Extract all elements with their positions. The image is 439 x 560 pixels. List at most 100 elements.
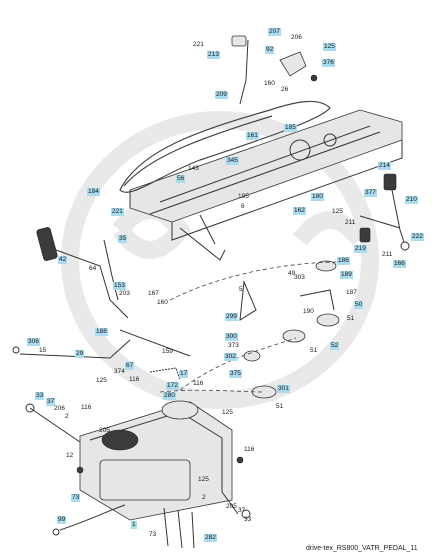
part-callout-374[interactable]: 374 [114,368,125,375]
part-callout-67[interactable]: 67 [125,362,135,370]
part-callout-213[interactable]: 213 [207,51,220,59]
bypass-rod [52,504,126,536]
part-callout-206[interactable]: 206 [291,34,302,41]
part-callout-49[interactable]: 49 [288,270,296,277]
part-callout-51b[interactable]: 51 [310,347,318,354]
part-callout-180[interactable]: 180 [311,193,324,201]
part-callout-37a[interactable]: 37 [46,398,56,406]
part-callout-26[interactable]: 26 [281,86,289,93]
part-callout-172[interactable]: 172 [166,382,179,390]
part-callout-29[interactable]: 29 [75,350,85,358]
part-callout-160b[interactable]: 160 [157,299,168,306]
part-callout-15[interactable]: 15 [39,347,47,354]
part-callout-345[interactable]: 345 [226,157,239,165]
part-callout-125d[interactable]: 125 [222,409,233,416]
part-callout-33a[interactable]: 33 [35,392,45,400]
part-callout-206b[interactable]: 206 [54,405,65,412]
part-callout-2a[interactable]: 2 [65,413,69,420]
brake-pedal [36,227,129,319]
part-callout-160a[interactable]: 160 [264,80,275,87]
part-callout-33b[interactable]: 33 [244,516,252,523]
part-callout-282[interactable]: 282 [204,534,217,542]
part-callout-205[interactable]: 205 [99,427,110,434]
part-callout-64[interactable]: 64 [89,265,97,272]
part-callout-125e[interactable]: 125 [198,476,209,483]
mounting-bolts [76,456,244,549]
part-callout-52[interactable]: 52 [330,342,340,350]
part-callout-188[interactable]: 188 [95,328,108,336]
part-callout-12[interactable]: 12 [66,452,74,459]
part-callout-2b[interactable]: 2 [202,494,206,501]
part-callout-17[interactable]: 17 [179,370,189,378]
part-callout-306[interactable]: 306 [27,338,40,346]
part-callout-211b[interactable]: 211 [382,251,393,258]
diagram-caption: drive-tex_RS800_VATR_PEDAL_11 [306,545,418,552]
part-callout-125a[interactable]: 125 [323,43,336,51]
part-callout-186[interactable]: 186 [337,257,350,265]
drive-belt [119,100,331,193]
part-callout-99[interactable]: 99 [57,516,67,524]
part-callout-73a[interactable]: 73 [71,494,81,502]
part-callout-6[interactable]: 6 [241,203,245,210]
part-callout-116a[interactable]: 116 [129,376,140,383]
linkage-rods [12,329,191,381]
part-callout-116c[interactable]: 116 [81,404,92,411]
part-callout-190[interactable]: 190 [303,308,314,315]
part-callout-51a[interactable]: 51 [347,315,355,322]
part-callout-153[interactable]: 153 [113,282,126,290]
part-callout-300[interactable]: 300 [225,333,238,341]
part-callout-162[interactable]: 162 [293,207,306,215]
part-callout-377[interactable]: 377 [364,189,377,197]
part-callout-37b[interactable]: 37 [238,507,246,514]
part-callout-116b[interactable]: 116 [193,380,204,387]
part-callout-210[interactable]: 210 [405,196,418,204]
part-callout-302[interactable]: 302 [224,353,237,361]
part-callout-195[interactable]: 195 [238,193,249,200]
part-callout-1[interactable]: 1 [131,521,137,529]
part-callout-166[interactable]: 166 [393,260,406,268]
part-callout-221a[interactable]: 221 [193,41,204,48]
routing-lines [159,261,341,393]
pulley-assembly [239,260,340,399]
part-callout-185[interactable]: 185 [284,124,297,132]
part-callout-207[interactable]: 207 [268,28,281,36]
part-callout-50[interactable]: 50 [354,301,364,309]
part-callout-42[interactable]: 42 [58,256,68,264]
part-callout-376[interactable]: 376 [322,59,335,67]
part-callout-161[interactable]: 161 [246,132,259,140]
part-callout-51c[interactable]: 51 [276,403,284,410]
part-callout-143[interactable]: 143 [188,165,199,172]
part-callout-280[interactable]: 280 [163,392,176,400]
part-callout-211a[interactable]: 211 [345,219,356,226]
part-callout-73b[interactable]: 73 [149,531,157,538]
part-callout-205b[interactable]: 205 [226,503,237,510]
part-callout-184[interactable]: 184 [87,188,100,196]
part-callout-373[interactable]: 373 [228,342,239,349]
part-callout-116d[interactable]: 116 [244,446,255,453]
part-callout-214[interactable]: 214 [378,162,391,170]
part-callout-56[interactable]: 56 [176,175,186,183]
part-callout-222[interactable]: 222 [411,233,424,241]
part-callout-209[interactable]: 209 [215,91,228,99]
part-callout-219[interactable]: 219 [354,245,367,253]
part-callout-125c[interactable]: 125 [96,377,107,384]
part-callout-35[interactable]: 35 [118,235,128,243]
part-callout-303[interactable]: 303 [294,274,305,281]
watermark [61,111,379,409]
forward-pedal [359,173,410,251]
part-callout-203[interactable]: 203 [119,290,130,297]
part-callout-299[interactable]: 299 [225,313,238,321]
part-callout-5[interactable]: 5 [239,286,243,293]
chassis-frame [129,109,403,261]
part-callout-187[interactable]: 187 [346,289,357,296]
part-callout-375[interactable]: 375 [229,370,242,378]
part-callout-301[interactable]: 301 [277,385,290,393]
part-callout-189[interactable]: 189 [340,271,353,279]
part-callout-221b[interactable]: 221 [111,208,124,216]
part-callout-92[interactable]: 92 [265,46,275,54]
part-callout-159[interactable]: 159 [162,348,173,355]
part-callout-167[interactable]: 167 [148,290,159,297]
part-callout-125b[interactable]: 125 [332,208,343,215]
upper-bracket [279,51,318,82]
